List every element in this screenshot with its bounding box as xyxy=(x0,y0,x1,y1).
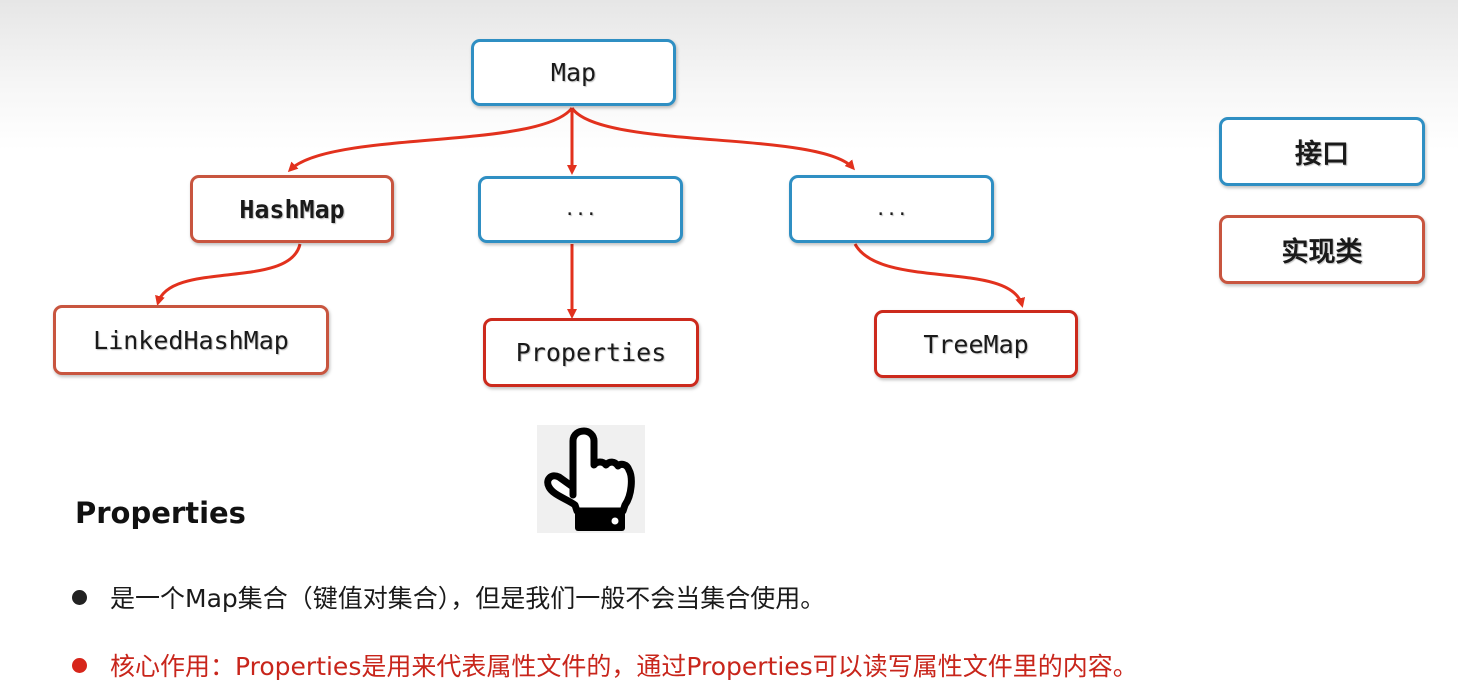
pointing-hand-icon xyxy=(537,425,645,533)
node-right-placeholder: ... xyxy=(789,175,994,243)
node-treemap: TreeMap xyxy=(874,310,1078,378)
bullet-text: 是一个Map集合（键值对集合），但是我们一般不会当集合使用。 xyxy=(110,584,826,613)
section-title: Properties xyxy=(75,496,246,530)
node-middle-placeholder: ... xyxy=(478,176,683,243)
node-linkedhashmap: LinkedHashMap xyxy=(53,305,329,375)
bullet-item-core-purpose: 核心作用：Properties是用来代表属性文件的，通过Properties可以… xyxy=(72,647,1138,683)
legend-implementation: 实现类 xyxy=(1219,215,1425,284)
bullet-dot xyxy=(72,657,87,673)
arrow-right-to-treemap xyxy=(853,243,1026,308)
bullet-text: 核心作用：Properties是用来代表属性文件的，通过Properties可以… xyxy=(110,652,1138,681)
node-map: Map xyxy=(471,39,676,106)
legend-interface: 接口 xyxy=(1219,117,1425,186)
arrow-hashmap-to-linkedhashmap xyxy=(155,243,302,306)
arrow-map-to-right xyxy=(570,107,855,171)
node-properties: Properties xyxy=(483,318,699,387)
bullet-item-usage: 是一个Map集合（键值对集合），但是我们一般不会当集合使用。 xyxy=(72,579,825,615)
node-hashmap: HashMap xyxy=(190,175,394,243)
arrow-map-to-hashmap xyxy=(287,107,574,173)
bullet-dot xyxy=(72,589,87,605)
